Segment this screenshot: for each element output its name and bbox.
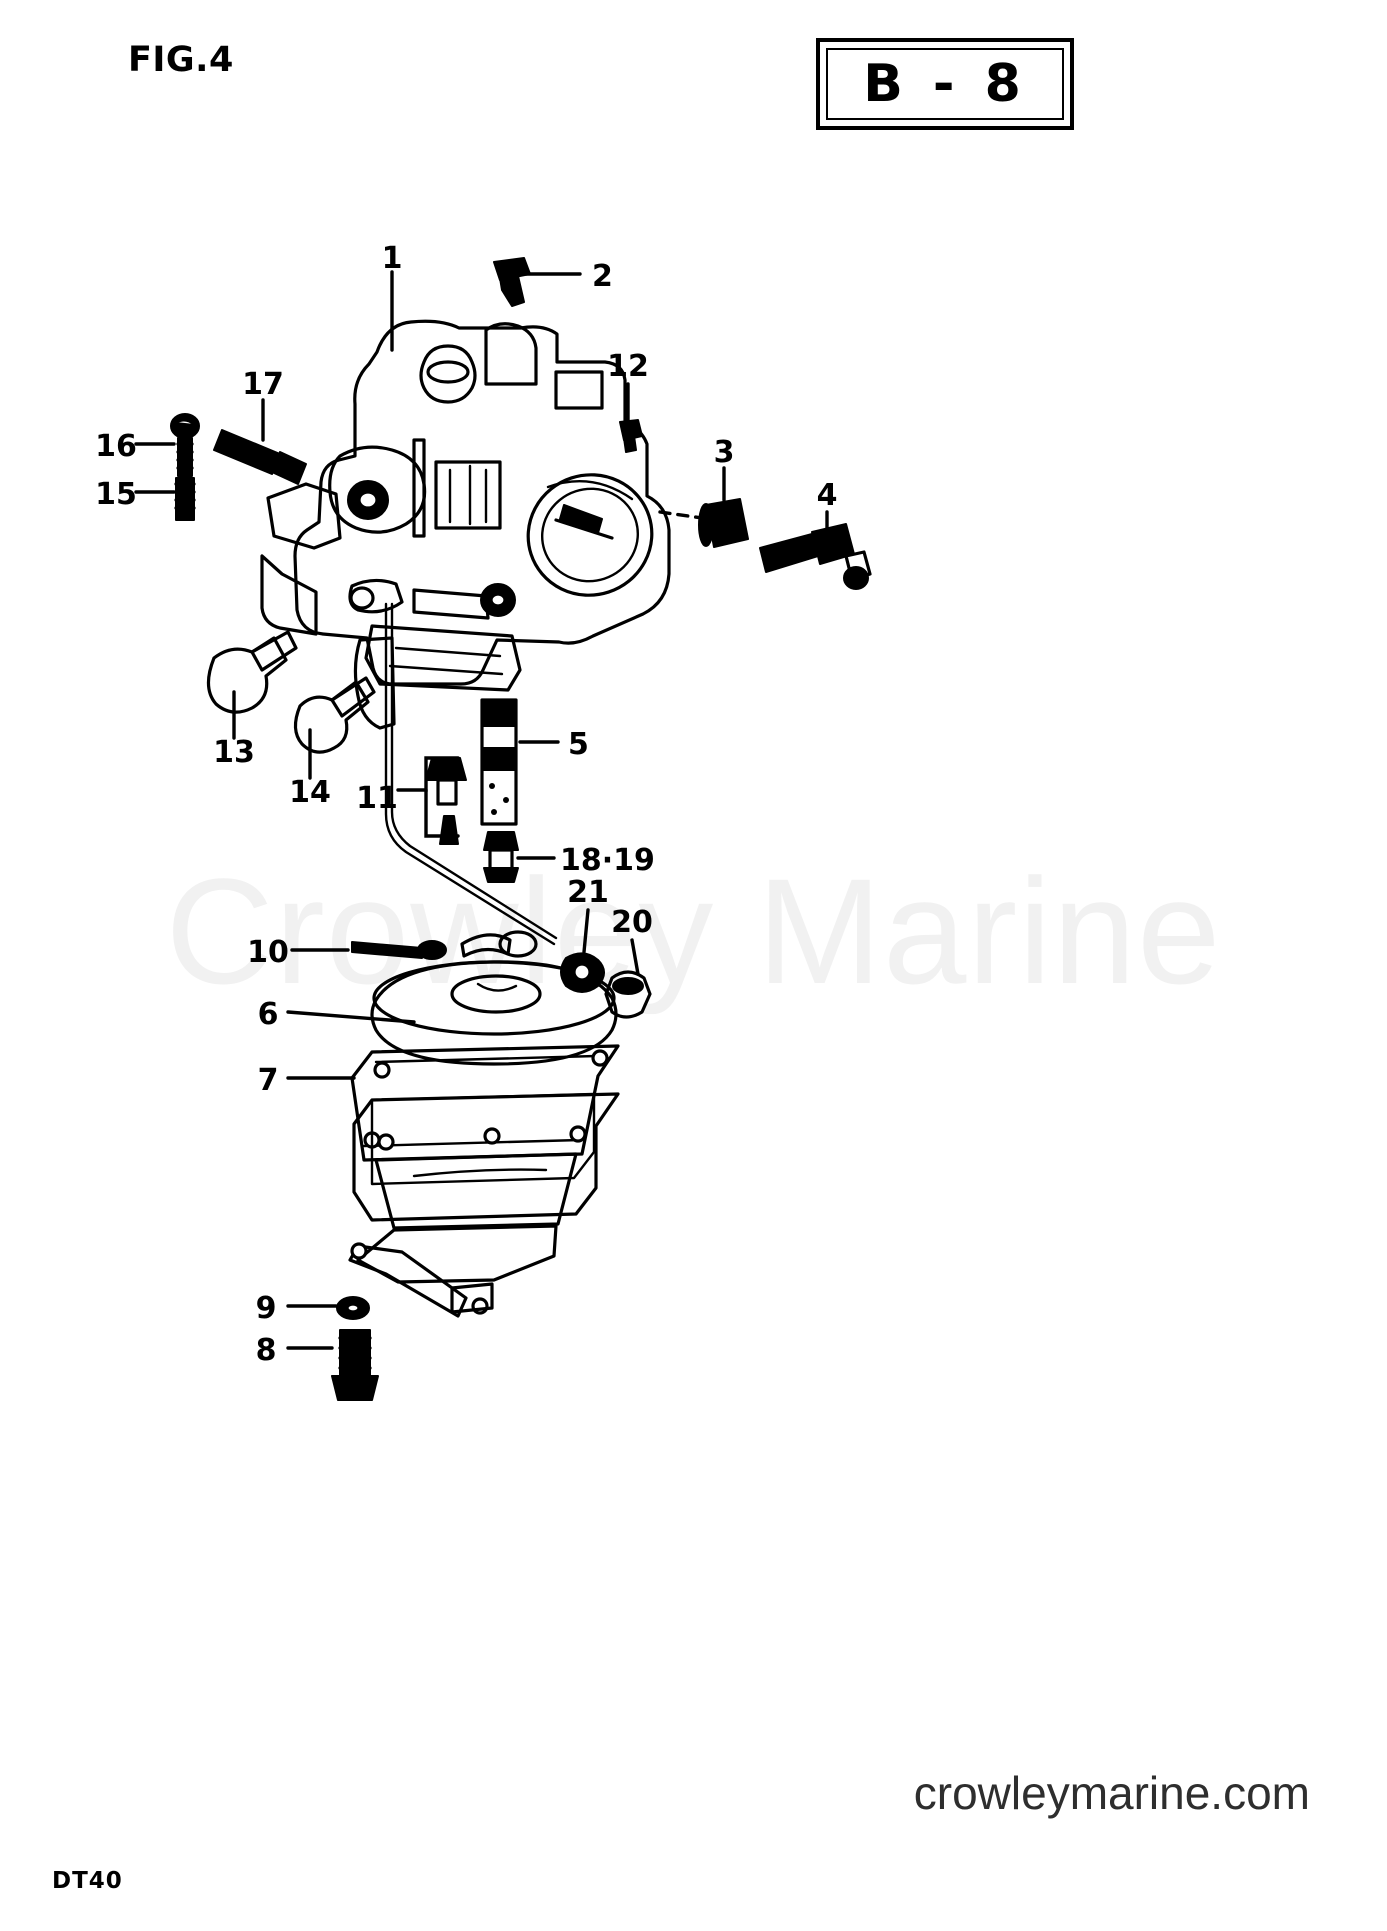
callout-21: 21 (567, 875, 609, 910)
callout-13: 13 (213, 735, 255, 770)
part-3-plug (698, 498, 749, 548)
callout-11: 11 (356, 781, 398, 816)
callout-15: 15 (95, 477, 137, 512)
callout-5: 5 (568, 727, 589, 762)
part-carburetor-body (260, 319, 671, 730)
callout-16: 16 (95, 429, 137, 464)
part-21-gasket (560, 952, 605, 993)
site-footer-text: crowleymarine.com (913, 1767, 1310, 1819)
part-9-washer (336, 1296, 370, 1320)
part-14-bolt (293, 676, 376, 754)
float-chamber-bowl (348, 1092, 620, 1318)
callout-14: 14 (289, 775, 331, 810)
callout-20: 20 (611, 905, 653, 940)
part-8-bolt (331, 1329, 379, 1401)
model-code-label: DT40 (52, 1868, 123, 1894)
page-code-inner-border: B - 8 (826, 48, 1064, 120)
part-13-drain-plug (206, 630, 298, 714)
callout-2: 2 (592, 259, 613, 294)
part-4-needle-valve (759, 523, 872, 590)
callout-3: 3 (714, 435, 735, 470)
callout-7: 7 (258, 1063, 279, 1098)
leader-lines (134, 270, 829, 1350)
callout-4: 4 (817, 478, 838, 513)
part-17-throttle-stop-screw (213, 429, 307, 485)
callout-17: 17 (242, 367, 284, 402)
page-code-box: B - 8 (816, 38, 1074, 130)
part-6-float (370, 930, 618, 1066)
callout-9: 9 (256, 1291, 277, 1326)
page-code-text: B - 8 (863, 54, 1027, 114)
part-11-link-rod (384, 602, 558, 946)
part-12-screw (619, 419, 643, 453)
callout-12: 12 (607, 349, 649, 384)
part-20-plug (604, 970, 652, 1019)
part-10-float-pin (351, 940, 447, 960)
callout-18-19: 18·19 (560, 843, 655, 878)
part-18-19-jets (425, 757, 519, 883)
part-15-spring (174, 477, 196, 521)
callout-numbers: 1 2 3 4 5 6 7 8 9 10 11 12 13 14 15 16 1… (95, 241, 837, 1368)
part-2-screw (493, 257, 531, 307)
callout-10: 10 (247, 935, 289, 970)
callout-8: 8 (256, 1333, 277, 1368)
part-16-screw (170, 413, 200, 477)
figure-label: FIG.4 (128, 40, 234, 80)
part-5-main-nozzle (480, 698, 518, 826)
callout-6: 6 (258, 997, 279, 1032)
callout-1: 1 (382, 241, 403, 276)
